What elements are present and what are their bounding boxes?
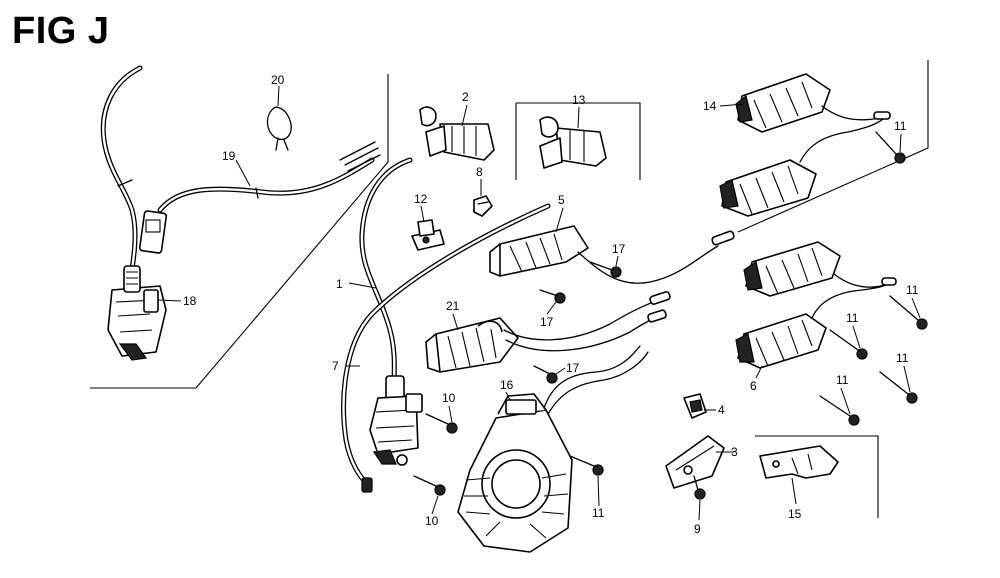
callout-11-f: 11 — [592, 506, 605, 520]
charge-coil-part-5 — [489, 225, 735, 284]
bracket-clip-part-12 — [411, 219, 445, 251]
bolt-part-11-d — [879, 371, 918, 404]
leader-lines — [157, 85, 921, 521]
bolt-part-9 — [693, 475, 706, 500]
bolt-part-11-a — [875, 131, 906, 164]
exciter-coil-part-14 — [719, 73, 891, 217]
bolt-part-11-e — [819, 395, 860, 426]
cover-plate-part-3 — [665, 435, 725, 489]
bolt-part-17-c — [533, 365, 558, 384]
coil-part-21 — [425, 291, 671, 373]
callout-11-d: 11 — [896, 351, 909, 365]
ignition-coil-part-18 — [107, 265, 167, 361]
wiring-harness-part-19 — [100, 65, 381, 285]
bolt-part-11-c — [829, 329, 868, 360]
callout-17-b: 17 — [540, 315, 554, 329]
callout-11-e: 11 — [836, 373, 849, 387]
bolt-part-10-a — [425, 413, 458, 434]
group-frame-13 — [515, 102, 641, 180]
group-frame-right — [737, 60, 929, 233]
callout-5: 5 — [558, 193, 565, 207]
callout-12: 12 — [414, 192, 428, 206]
callout-13: 13 — [572, 93, 586, 107]
callout-16: 16 — [500, 378, 514, 392]
spark-plug-cap-part-2 — [419, 106, 495, 161]
callout-20: 20 — [271, 73, 285, 87]
bolt-part-11-b — [889, 295, 928, 330]
spark-plug-cap-part-13 — [539, 116, 607, 169]
callout-19: 19 — [222, 149, 236, 163]
wire-clip-part-20 — [266, 106, 292, 151]
callout-2: 2 — [462, 90, 469, 104]
ignition-coil-part-1 — [359, 157, 423, 466]
callout-18: 18 — [183, 294, 197, 308]
callout-7: 7 — [332, 359, 339, 373]
callout-labels: 1 2 3 4 5 6 7 8 9 10 10 11 11 11 11 11 1… — [183, 73, 919, 536]
callout-11-a: 11 — [894, 119, 907, 133]
figure-title: FIG J — [12, 10, 110, 52]
callout-11-b: 11 — [906, 283, 919, 297]
bracket-part-15 — [759, 445, 839, 479]
callout-17-c: 17 — [566, 361, 580, 375]
bolt-part-10-b — [413, 475, 446, 496]
callout-14: 14 — [703, 99, 717, 113]
ground-wire-part-7 — [341, 203, 551, 493]
group-frame-15 — [755, 435, 879, 518]
group-frame-left — [90, 74, 389, 389]
clip-part-8 — [473, 195, 493, 217]
callout-17-a: 17 — [612, 242, 626, 256]
callout-3: 3 — [731, 445, 738, 459]
callout-10-a: 10 — [442, 391, 456, 405]
callout-10-b: 10 — [425, 514, 439, 528]
callout-8: 8 — [476, 165, 483, 179]
bolt-part-17-b — [539, 289, 566, 304]
bolt-part-17-a — [589, 261, 622, 278]
callout-4: 4 — [718, 403, 725, 417]
stator-assembly-part-16 — [457, 345, 649, 553]
grommet-part-4 — [683, 393, 707, 419]
callout-6: 6 — [750, 379, 757, 393]
callout-15: 15 — [788, 507, 802, 521]
callout-21: 21 — [446, 299, 460, 313]
callout-1: 1 — [336, 277, 343, 291]
callout-9: 9 — [694, 522, 701, 536]
callout-11-c: 11 — [846, 311, 859, 325]
exciter-coil-part-6 — [735, 241, 897, 369]
bolt-part-11-f — [569, 455, 604, 476]
